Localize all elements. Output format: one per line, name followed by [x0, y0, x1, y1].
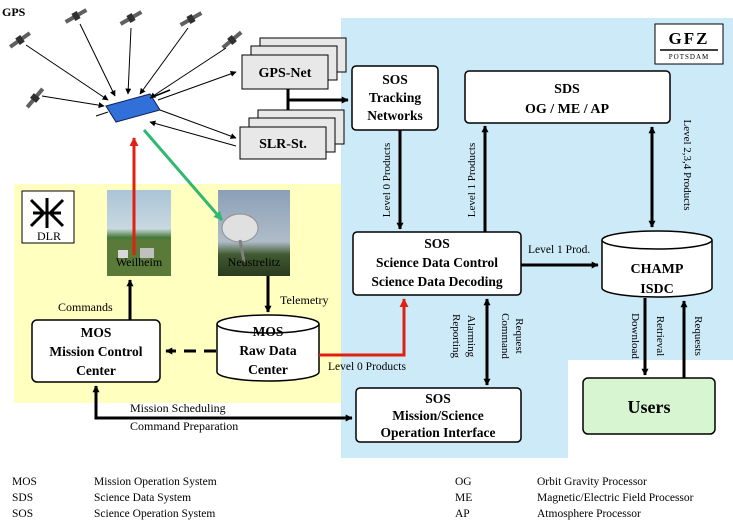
svg-text:MOS: MOS: [253, 324, 284, 339]
legend-abbr: MOS: [12, 476, 37, 488]
svg-text:Center: Center: [248, 362, 288, 377]
satellite-icon: [119, 10, 143, 26]
legend-full: Science Operation System: [94, 508, 215, 520]
dlr-logo-text: DLR: [37, 229, 61, 243]
retrieval-label: Retrieval: [654, 316, 666, 356]
svg-text:Users: Users: [628, 397, 671, 417]
download-label: Download: [629, 313, 641, 359]
svg-text:Science Data Decoding: Science Data Decoding: [371, 274, 502, 289]
svg-text:MOS: MOS: [81, 325, 112, 340]
level234-products-label: Level 2,3,4 Products: [681, 119, 693, 210]
reporting-label: Reporting: [450, 314, 462, 358]
telemetry-label: Telemetry: [280, 293, 328, 307]
command-preparation-label: Command Preparation: [130, 419, 238, 433]
sos-science-data-box: SOS Science Data Control Science Data De…: [352, 231, 522, 296]
neustrelitz-station-photo: Neustrelitz: [218, 190, 290, 276]
slr-st-label: SLR-St.: [259, 137, 307, 152]
sos-tracking-networks-box: SOS Tracking Networks: [351, 65, 439, 131]
network-links: [286, 89, 349, 110]
slr-st-stack: SLR-St.: [239, 109, 345, 160]
dlr-logo-icon: [29, 198, 65, 228]
satellite-icon: [9, 31, 31, 49]
gps-net-label: GPS-Net: [259, 66, 312, 81]
gfz-panel: [341, 18, 733, 458]
svg-text:Center: Center: [76, 363, 116, 378]
gps-label: GPS: [2, 5, 26, 19]
command-label: Command: [499, 313, 511, 359]
level0-products-vertical-label: Level 0 Products: [381, 143, 393, 218]
svg-text:SDS: SDS: [554, 82, 580, 97]
legend-abbr: SOS: [12, 508, 33, 520]
legend: MOS Mission Operation System SDS Science…: [12, 476, 694, 520]
red-flow-arrows: [129, 137, 409, 357]
legend-full: Atmosphere Processor: [537, 508, 641, 520]
champ-satellite-icon: [95, 89, 171, 123]
gps-signal-lines: [25, 23, 237, 147]
svg-text:CHAMP: CHAMP: [631, 262, 684, 277]
green-downlink-arrow: [142, 129, 224, 221]
weilheim-label: Weilheim: [116, 255, 163, 269]
satellite-icon: [179, 11, 203, 27]
level1-products-vertical-label: Level 1 Products: [466, 143, 478, 218]
svg-text:Raw Data: Raw Data: [239, 343, 297, 358]
mos-raw-data-database: MOS Raw Data Center: [216, 314, 320, 382]
legend-full: Magnetic/Electric Field Processor: [537, 492, 694, 504]
requests-label: Requests: [692, 316, 704, 356]
svg-text:SOS: SOS: [425, 391, 451, 406]
legend-full: Mission Operation System: [94, 476, 217, 488]
legend-abbr: AP: [455, 508, 470, 520]
svg-text:SOS: SOS: [382, 72, 408, 87]
legend-abbr: OG: [455, 476, 472, 488]
satellite-icon: [221, 30, 243, 50]
request-label: Request: [513, 318, 525, 353]
alarming-label: Alarming: [465, 315, 477, 358]
legend-full: Science Data System: [94, 492, 191, 504]
svg-text:Mission Control: Mission Control: [49, 344, 142, 359]
gps-satellites: [9, 8, 243, 109]
commands-label: Commands: [58, 300, 113, 314]
gps-net-stack: GPS-Net: [241, 37, 347, 90]
svg-text:Networks: Networks: [367, 108, 423, 123]
dlr-logo: DLR: [21, 190, 75, 244]
flow-arrows: [92, 125, 688, 422]
svg-text:SOS: SOS: [424, 236, 450, 251]
users-box: Users: [582, 377, 716, 435]
sds-box: SDS OG / ME / AP: [464, 70, 671, 124]
champ-isdc-database: CHAMP ISDC: [601, 230, 713, 298]
gfz-logo: GFZ POTSDAM: [654, 23, 724, 65]
gfz-logo-subtext: POTSDAM: [669, 53, 709, 61]
satellite-icon: [64, 8, 88, 24]
level1-prod-label: Level 1 Prod.: [528, 244, 590, 256]
satellite-icon: [25, 87, 45, 109]
weilheim-station-photo: Weilheim: [107, 190, 171, 276]
sos-mission-science-box: SOS Mission/Science Operation Interface: [355, 387, 522, 443]
neustrelitz-label: Neustrelitz: [228, 255, 281, 269]
legend-full: Orbit Gravity Processor: [537, 476, 647, 488]
level0-products-label: Level 0 Products: [328, 361, 406, 373]
svg-text:ISDC: ISDC: [640, 282, 673, 297]
legend-abbr: ME: [455, 492, 472, 504]
gfz-logo-text: GFZ: [669, 29, 710, 48]
svg-text:Science Data Control: Science Data Control: [376, 255, 498, 270]
mos-mission-control-box: MOS Mission Control Center: [31, 319, 161, 383]
svg-text:Operation Interface: Operation Interface: [380, 425, 495, 440]
svg-text:Tracking: Tracking: [369, 90, 422, 105]
svg-text:Mission/Science: Mission/Science: [392, 408, 484, 423]
mission-scheduling-label: Mission Scheduling: [130, 401, 226, 415]
svg-text:OG / ME / AP: OG / ME / AP: [525, 102, 609, 117]
legend-abbr: SDS: [12, 492, 33, 504]
